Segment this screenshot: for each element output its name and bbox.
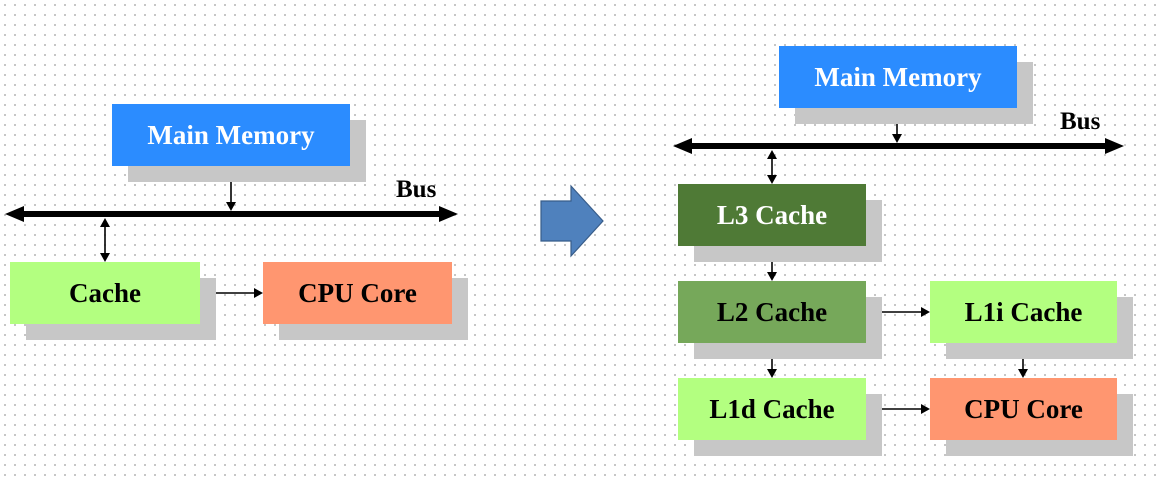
l1d-cache-box: L1d Cache [678,378,866,440]
left-main-memory-box: Main Memory [112,104,350,166]
left-cache-box: Cache [10,262,200,324]
right-bus-label: Bus [1060,108,1101,135]
right-connector-l1d-cpu [866,404,930,414]
right-connector-l1i-cpu [1018,343,1028,378]
l3-cache-box: L3 Cache [678,184,866,246]
left-connector-bus-cache [100,218,110,262]
right-connector-bus-l3 [767,150,777,184]
left-bus-line [5,206,458,222]
l1i-cache-box: L1i Cache [930,281,1117,343]
right-connector-l2-l1i [866,307,930,317]
right-bus-line [673,138,1124,154]
left-connector-memory-bus [226,168,236,211]
left-cpu-core-box: CPU Core [263,262,452,324]
transition-arrow-icon [540,184,604,258]
right-connector-l2-l1d [767,342,777,378]
left-bus-label: Bus [396,176,437,203]
l2-cache-box: L2 Cache [678,281,866,343]
left-connector-cache-cpu [200,288,263,298]
right-cpu-core-box: CPU Core [930,378,1117,440]
right-connector-l3-l2 [767,246,777,281]
right-connector-memory-bus [892,108,902,143]
right-main-memory-box: Main Memory [779,46,1017,108]
